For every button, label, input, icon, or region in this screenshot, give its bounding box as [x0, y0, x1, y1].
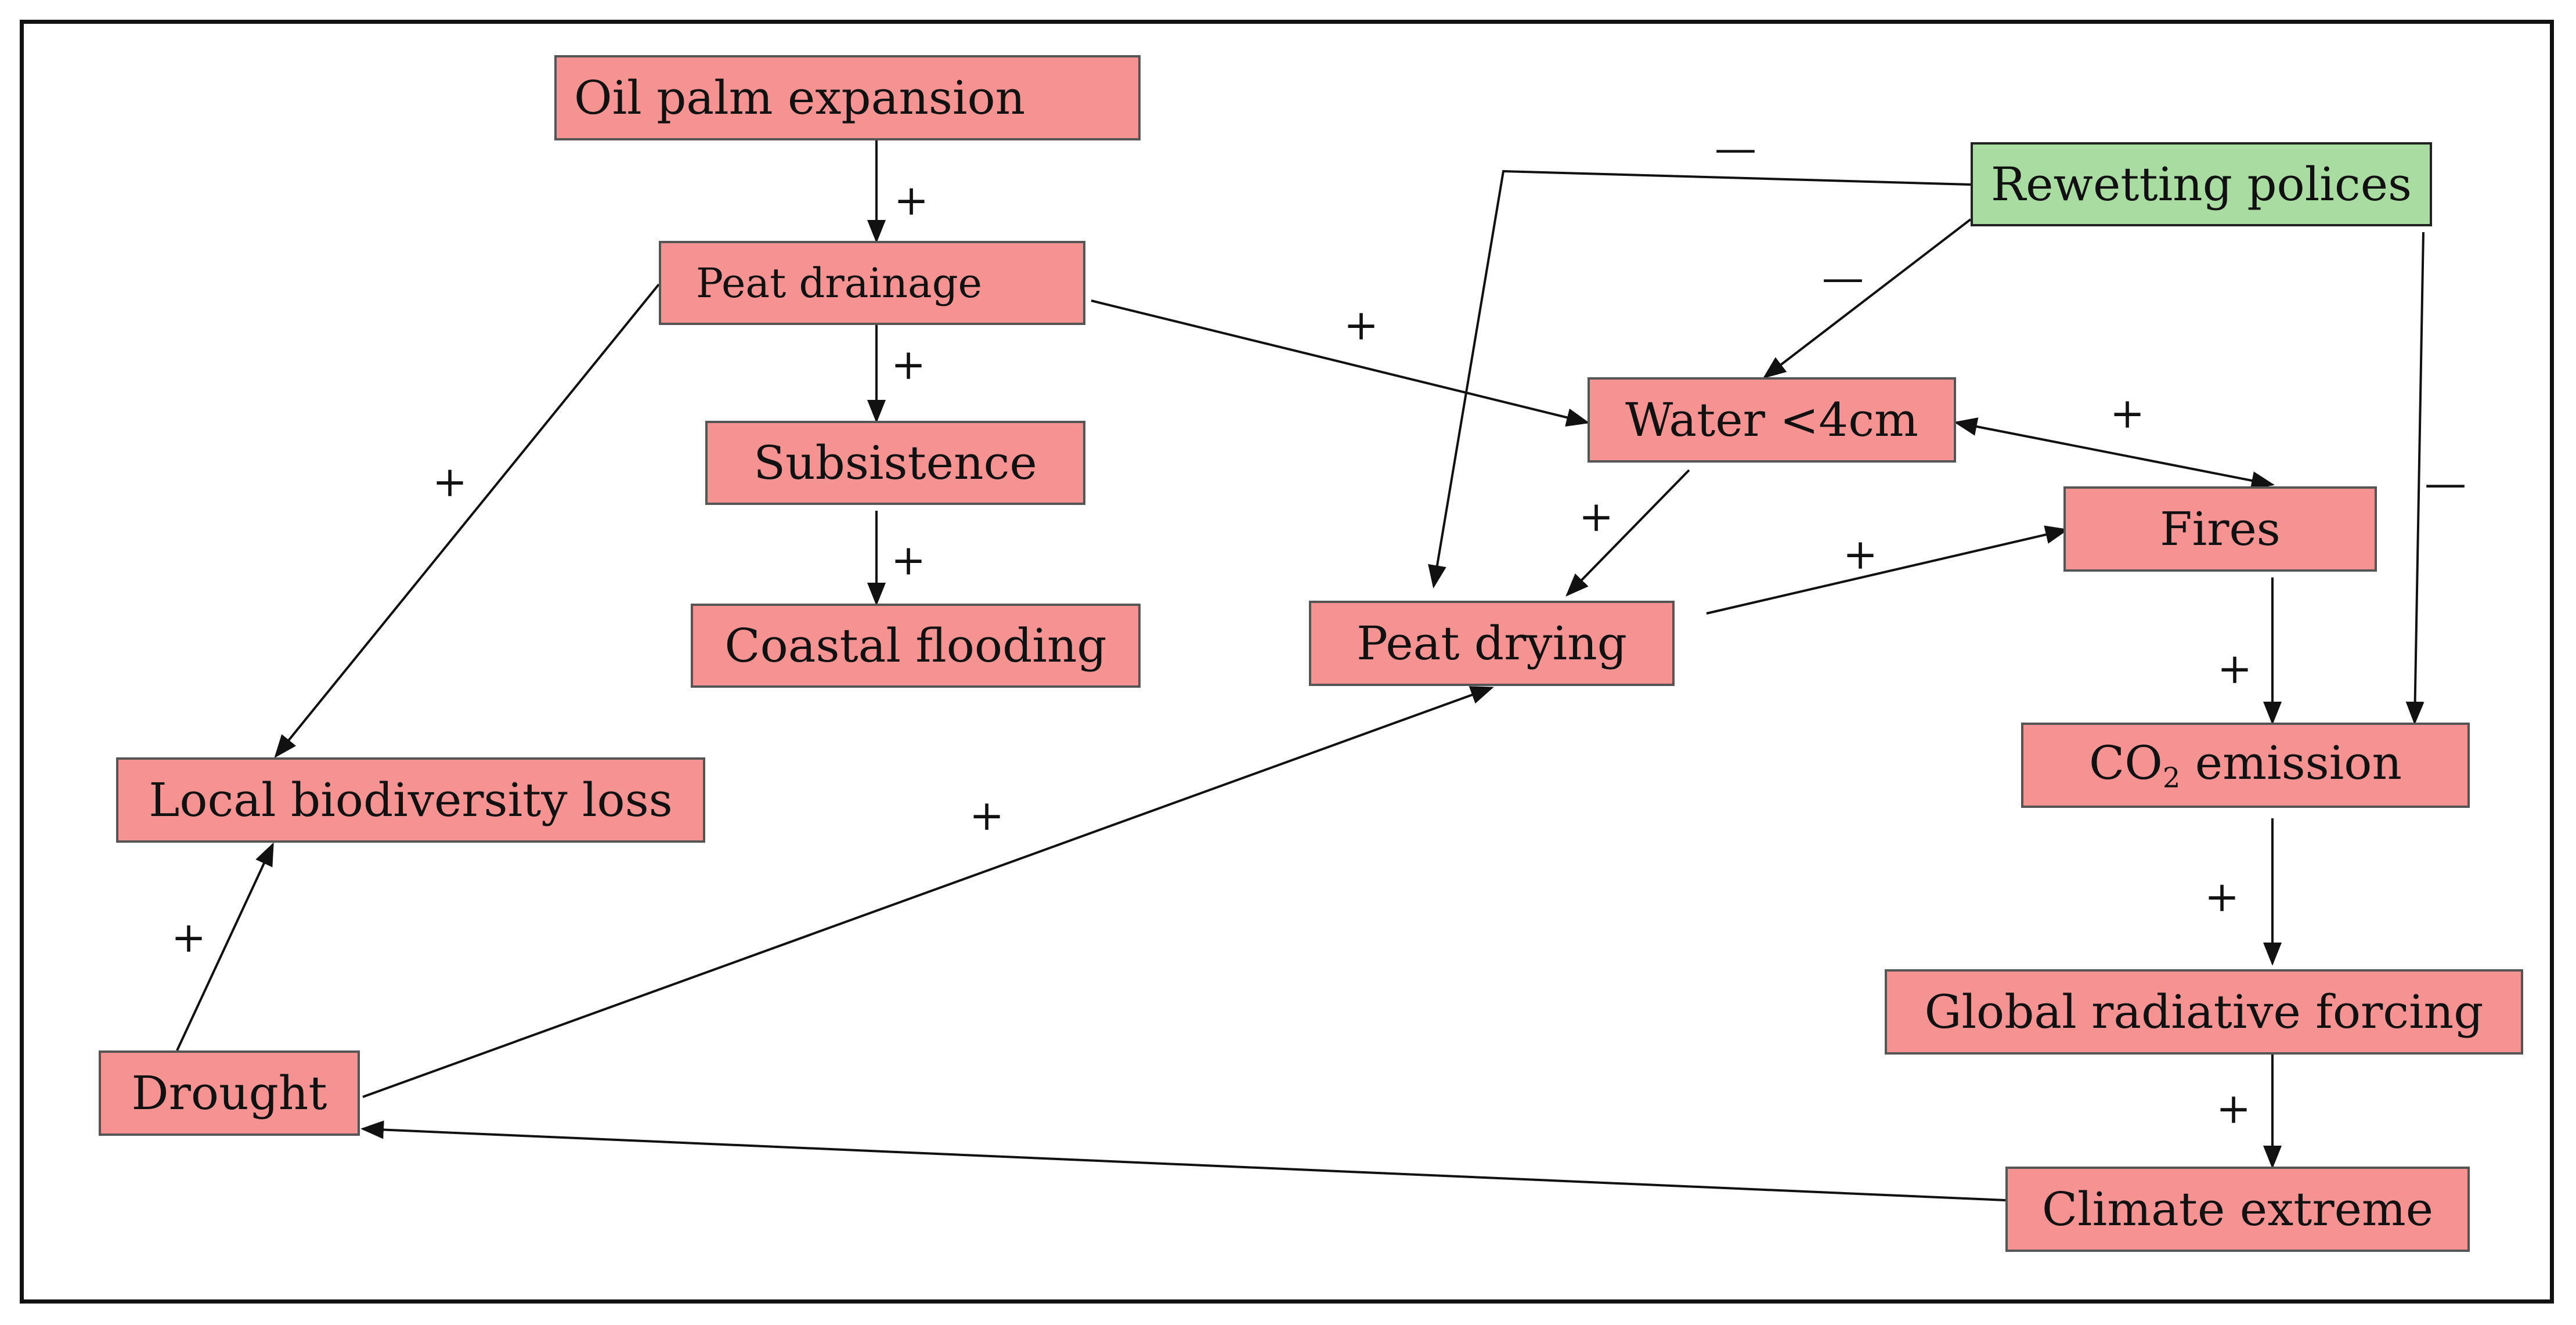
sign-water-to-peatdrying: + — [1578, 492, 1614, 541]
edge-rewet-to-water — [1762, 218, 1972, 379]
edge-water-fires — [1954, 417, 2275, 490]
sign-water-fires: + — [2109, 389, 2145, 438]
edge-drainage-to-biodiversity — [274, 283, 660, 759]
sign-oil-to-drainage: + — [893, 176, 929, 225]
edge-climate-to-drought — [360, 1120, 2006, 1201]
node-water-4cm: Water <4cm — [1588, 377, 1956, 463]
edge-drainage-to-water — [1091, 299, 1590, 427]
sign-drainage-to-subsistence: + — [890, 340, 926, 389]
sign-drought-to-biodiversity: + — [171, 913, 207, 962]
sign-rewet-to-peatdrying: — — [1715, 124, 1756, 172]
node-peat-drainage: Peat drainage — [659, 241, 1085, 325]
sign-rewet-to-water: — — [1822, 253, 1864, 302]
edge-drought-to-biodiversity — [176, 842, 274, 1051]
node-peat-drying: Peat drying — [1309, 601, 1675, 686]
sign-drainage-to-water: + — [1343, 301, 1379, 349]
edge-water-to-peatdrying — [1565, 469, 1690, 597]
sign-subsistence-to-flooding: + — [890, 536, 926, 584]
node-subsistence: Subsistence — [705, 421, 1085, 505]
diagram-frame — [20, 20, 2554, 1304]
node-local-biodiversity-loss: Local biodiversity loss — [116, 757, 705, 843]
node-drought: Drought — [99, 1050, 360, 1136]
node-rewetting-policies: Rewetting polices — [1971, 142, 2432, 226]
edge-rewet-to-peatdrying — [1428, 169, 1971, 589]
sign-co2-to-forcing: + — [2204, 872, 2240, 921]
emission-text: emission — [2180, 736, 2402, 790]
co2-subscript: 2 — [2162, 761, 2181, 795]
node-climate-extreme: Climate extreme — [2005, 1167, 2470, 1252]
node-fires: Fires — [2063, 486, 2377, 572]
sign-drought-to-peatdrying: + — [969, 791, 1005, 840]
edge-drought-to-peatdrying — [362, 686, 1494, 1098]
node-coastal-flooding: Coastal flooding — [691, 604, 1141, 688]
sign-drainage-to-biodiversity: + — [432, 457, 468, 506]
sign-peatdrying-to-fires: + — [1842, 530, 1878, 579]
edge-peatdrying-to-fires — [1706, 525, 2069, 615]
node-oil-palm-expansion: Oil palm expansion — [554, 55, 1141, 140]
sign-forcing-to-climate: + — [2216, 1084, 2252, 1133]
edge-rewet-to-co2 — [2405, 232, 2425, 725]
node-global-radiative-forcing: Global radiative forcing — [1885, 969, 2523, 1055]
sign-fires-to-co2: + — [2217, 644, 2253, 693]
node-co2-emission: CO2 emission — [2021, 723, 2470, 808]
co2-text: CO — [2089, 736, 2163, 790]
sign-rewet-to-co2: — — [2425, 458, 2466, 507]
